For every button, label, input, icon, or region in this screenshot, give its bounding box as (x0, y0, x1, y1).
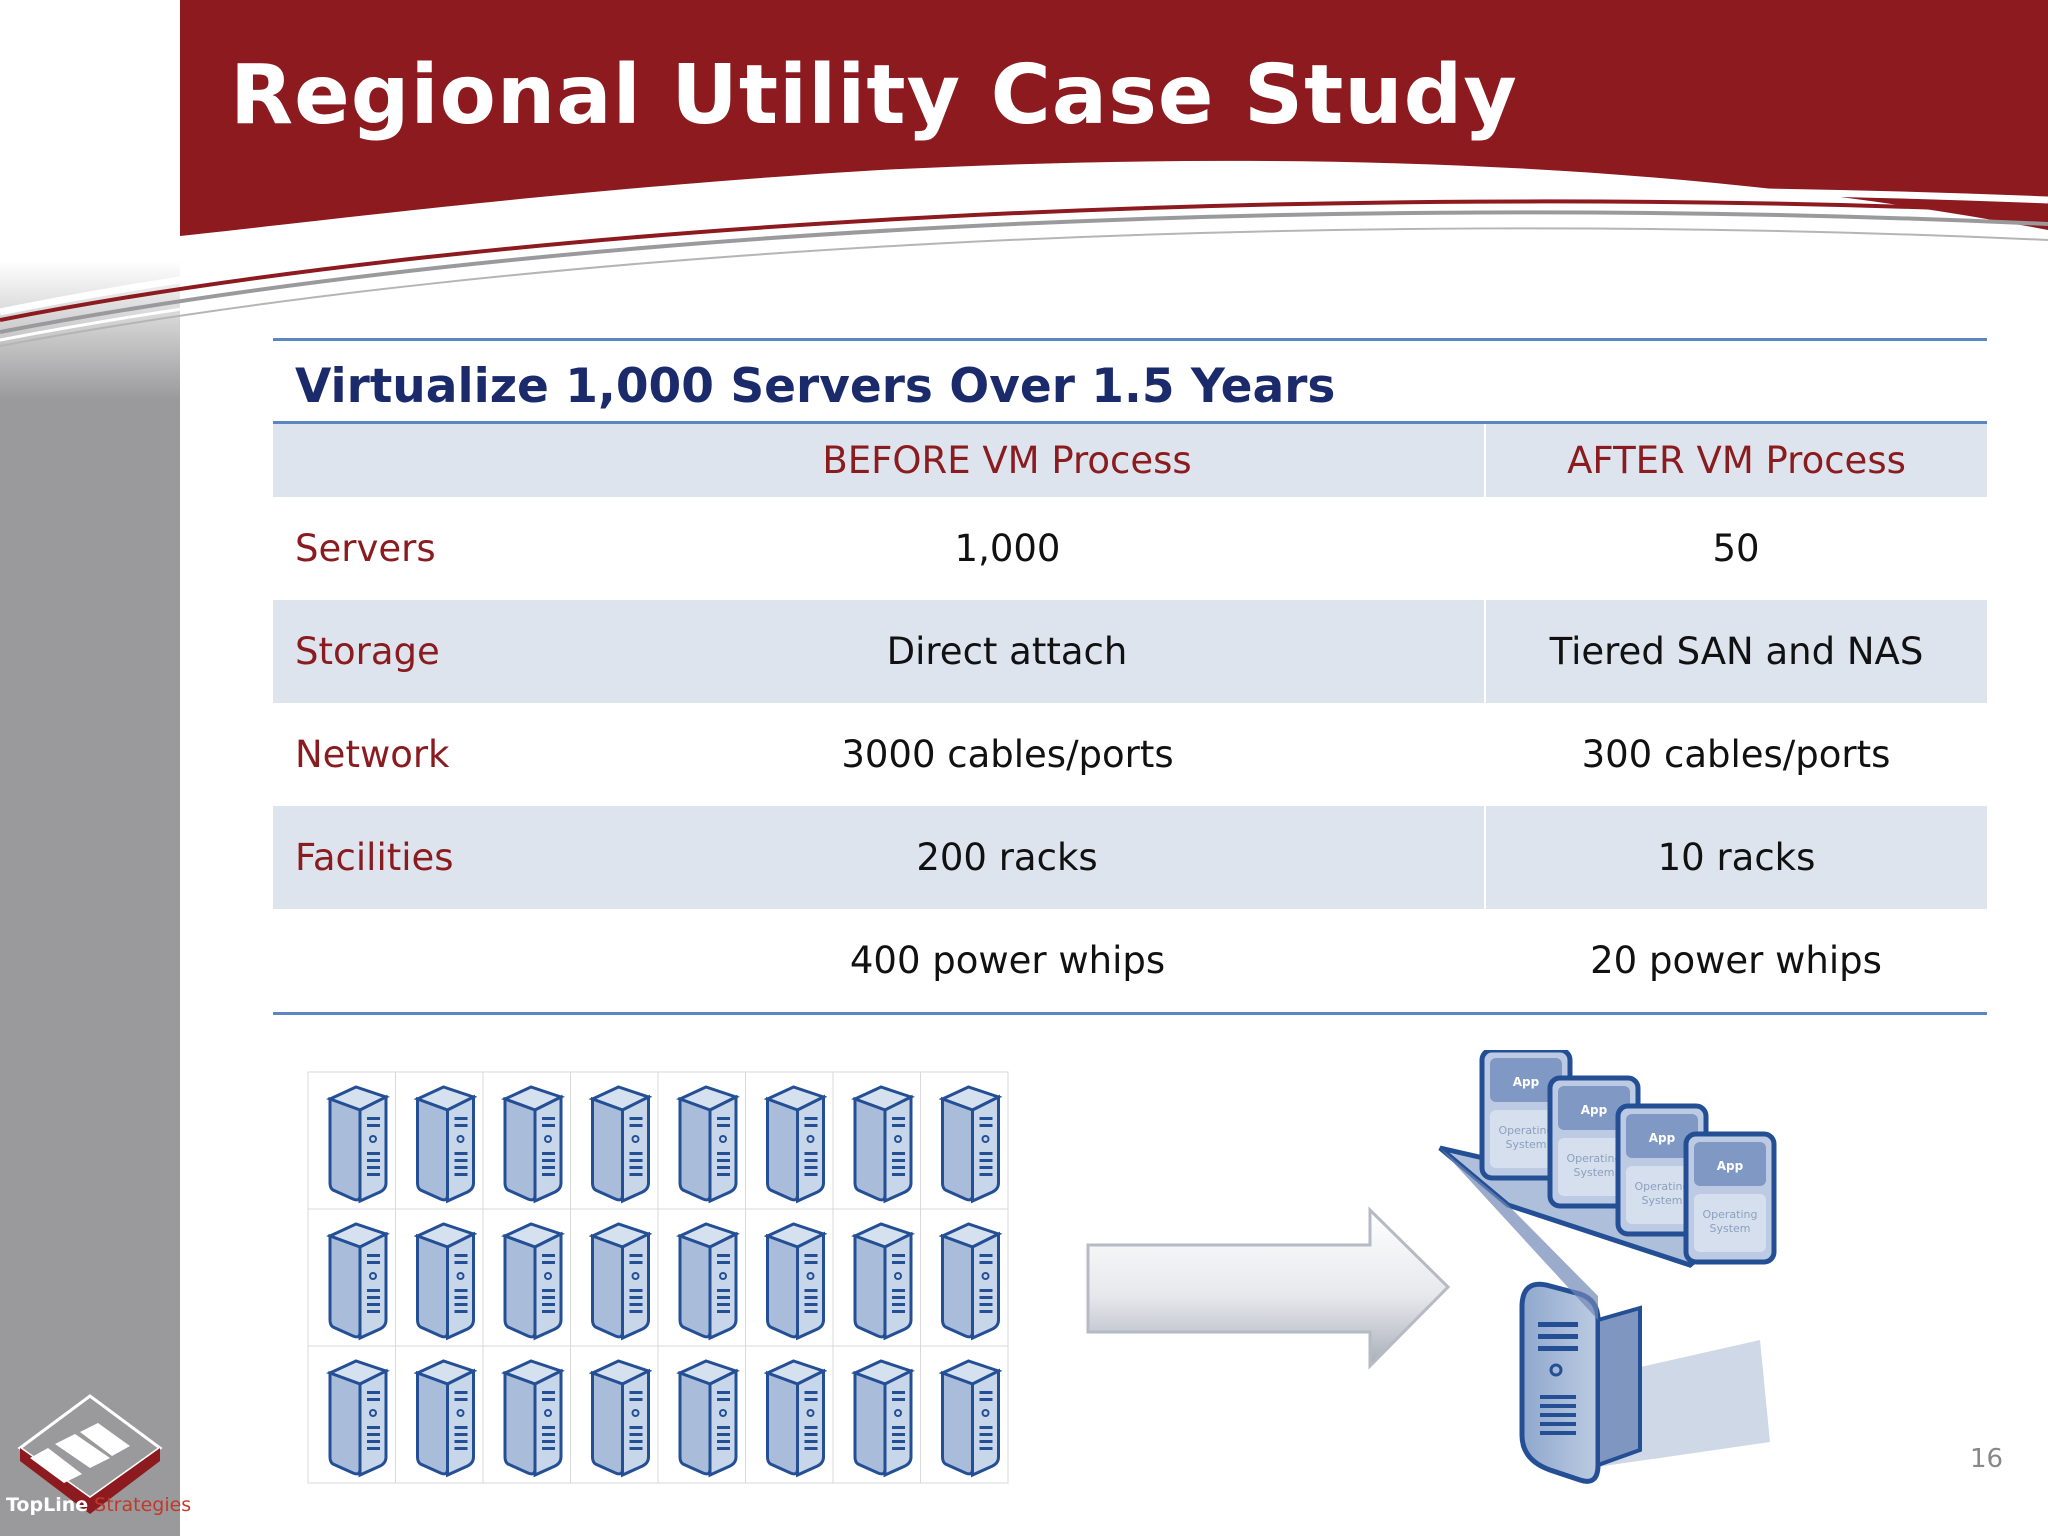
server-tower-icon (501, 1085, 565, 1204)
before-value: 400 power whips (849, 939, 1166, 982)
logo-name-light: Strategies (88, 1494, 192, 1516)
server-tower-icon (763, 1085, 828, 1204)
virtualized-server-icon: AppOperatingSystemAppOperatingSystemAppO… (1438, 1050, 1777, 1484)
vm-os-label: Operating (1703, 1208, 1758, 1221)
after-value: 10 racks (1657, 836, 1816, 879)
server-tower-icon (326, 1222, 390, 1341)
vm-os-label: Operating (1635, 1180, 1690, 1193)
server-tower-icon (588, 1359, 653, 1478)
after-value: 20 power whips (1590, 939, 1882, 982)
right-arrow-icon (1086, 1206, 1451, 1370)
row-label: Storage (295, 630, 440, 673)
logo-name-bold: TopLine (6, 1494, 89, 1516)
vm-app-label: App (1581, 1103, 1608, 1117)
before-value: 1,000 (954, 527, 1061, 570)
server-tower-icon (588, 1222, 653, 1341)
server-tower-icon (326, 1359, 390, 1478)
table-row: Servers 1,000 50 (273, 497, 1987, 600)
table-row: Network 3000 cables/ports 300 cables/por… (273, 703, 1987, 806)
server-tower-icon (851, 1222, 915, 1341)
page-number: 16 (1970, 1444, 2004, 1474)
vm-os-label: System (1573, 1166, 1614, 1179)
server-tower-icon (938, 1222, 1003, 1341)
row-label: Facilities (295, 836, 454, 879)
row-label (273, 909, 530, 1012)
header-empty-cell (273, 424, 530, 497)
header-rule (273, 421, 1987, 424)
vm-os-label: System (1641, 1194, 1682, 1207)
vm-os-label: System (1505, 1138, 1546, 1151)
decorative-swoosh (0, 186, 2048, 347)
vm-app-label: App (1717, 1159, 1744, 1173)
title-banner (180, 0, 2048, 236)
virtualization-illustration: AppOperatingSystemAppOperatingSystemAppO… (307, 1050, 1777, 1484)
server-tower-icon (763, 1222, 828, 1341)
server-tower-icon (938, 1359, 1003, 1478)
after-value: Tiered SAN and NAS (1549, 630, 1924, 673)
server-tower-icon (676, 1359, 740, 1478)
left-sidebar (0, 0, 180, 1536)
server-tower-icon (851, 1359, 915, 1478)
data-table: BEFORE VM Process AFTER VM Process Serve… (273, 424, 1987, 1012)
table-subtitle: Virtualize 1,000 Servers Over 1.5 Years (295, 359, 1336, 414)
comparison-table: Virtualize 1,000 Servers Over 1.5 Years … (273, 338, 1987, 1015)
slide-title: Regional Utility Case Study (230, 48, 1518, 143)
server-tower-icon (588, 1085, 653, 1204)
vm-stack: AppOperatingSystemAppOperatingSystemAppO… (1479, 1050, 1777, 1265)
header-after: AFTER VM Process (1567, 439, 1906, 482)
topline-logo-mark (17, 1394, 163, 1514)
server-tower-icon (676, 1085, 740, 1204)
header-before: BEFORE VM Process (530, 424, 1486, 497)
physical-servers-grid (307, 1071, 1009, 1484)
table-row: Facilities 200 racks 10 racks (273, 806, 1987, 909)
row-label: Servers (295, 527, 436, 570)
top-rule (273, 338, 1987, 341)
server-tower-icon (413, 1085, 478, 1204)
server-tower-icon (763, 1359, 828, 1478)
table-row: Storage Direct attach Tiered SAN and NAS (273, 600, 1987, 703)
vm-app-label: App (1649, 1131, 1676, 1145)
server-tower-icon (413, 1222, 478, 1341)
server-tower-icon (938, 1085, 1003, 1204)
before-value: Direct attach (530, 600, 1486, 703)
server-tower-icon (413, 1359, 478, 1478)
bottom-rule (273, 1012, 1987, 1015)
vm-os-label: Operating (1567, 1152, 1622, 1165)
vm-os-label: Operating (1499, 1124, 1554, 1137)
after-value: 300 cables/ports (1581, 733, 1891, 776)
table-row: 400 power whips 20 power whips (273, 909, 1987, 1012)
vm-os-label: System (1709, 1222, 1750, 1235)
server-tower-icon (676, 1222, 740, 1341)
server-tower-icon (851, 1085, 915, 1204)
server-tower-icon (326, 1085, 390, 1204)
server-tower-icon (501, 1359, 565, 1478)
row-label: Network (295, 733, 450, 776)
after-value: 50 (1712, 527, 1760, 570)
before-value: 200 racks (530, 806, 1486, 909)
server-tower-icon (501, 1222, 565, 1341)
table-header-row: BEFORE VM Process AFTER VM Process (273, 424, 1987, 497)
vm-app-label: App (1513, 1075, 1540, 1089)
before-value: 3000 cables/ports (841, 733, 1174, 776)
topline-logo-text: TopLine Strategies (6, 1494, 191, 1516)
